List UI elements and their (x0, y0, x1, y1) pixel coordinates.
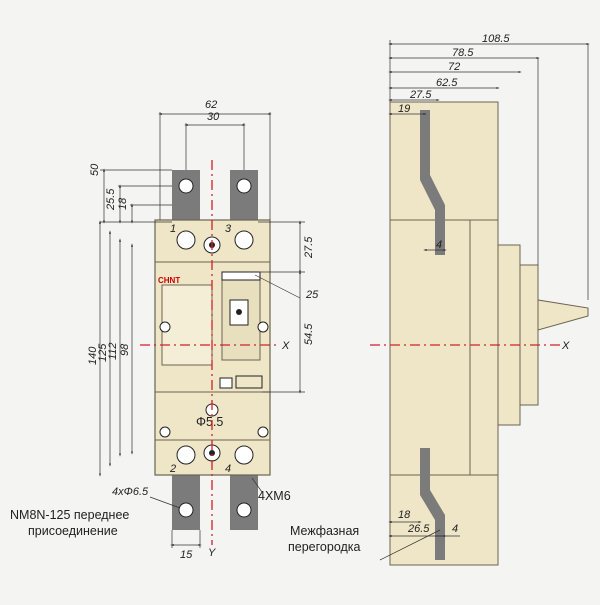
terminal-screw (176, 445, 196, 465)
dim-27-5-side: 27.5 (409, 89, 432, 101)
busbar-bottom-left (172, 470, 200, 530)
dim-62: 62 (205, 99, 217, 111)
screw (159, 321, 171, 333)
side-body-main (389, 219, 499, 476)
axis-x-side-label: X (561, 340, 570, 352)
dim-19: 19 (398, 103, 410, 115)
axis-y-label: Y (208, 547, 216, 559)
dim-98: 98 (119, 343, 131, 356)
partition-caption-line2: перегородка (288, 540, 361, 554)
diameter-label: Φ5.5 (196, 415, 223, 429)
dim-72: 72 (448, 61, 460, 73)
busbar-hole (236, 502, 252, 518)
dim-18: 18 (117, 197, 129, 210)
label-window (161, 284, 213, 366)
side-busbar-bottom (420, 448, 445, 560)
side-cover (497, 244, 521, 426)
terminal-screw (176, 230, 196, 250)
side-handle (537, 299, 589, 331)
dim-78-5: 78.5 (452, 47, 474, 59)
dim-25-5: 25.5 (105, 188, 117, 211)
dim-108-5: 108.5 (482, 33, 510, 45)
dim-54-5: 54.5 (303, 323, 315, 345)
busbar-hole (236, 178, 252, 194)
model-caption-line2: присоединение (28, 524, 118, 538)
screw (257, 426, 269, 438)
dim-27-5: 27.5 (303, 236, 315, 259)
dim-125: 125 (97, 343, 109, 362)
terminal-label-4: 4 (225, 463, 231, 475)
busbar-bottom-right (230, 470, 258, 530)
dim-62-5: 62.5 (436, 77, 458, 89)
dim-140: 140 (87, 346, 99, 365)
partition-caption-line1: Межфазная (290, 524, 359, 538)
side-busbar-top (420, 110, 445, 255)
dim-26-5: 26.5 (407, 523, 430, 535)
dim-4-bottom: 4 (452, 523, 458, 535)
dim-30: 30 (207, 111, 220, 123)
busbar-hole (178, 178, 194, 194)
test-button (219, 377, 233, 389)
screw (159, 426, 171, 438)
terminal-label-2: 2 (169, 463, 176, 475)
busbar-top-left (172, 170, 200, 222)
dim-25: 25 (305, 289, 319, 301)
terminal-label-1: 1 (170, 223, 176, 235)
front-view: CHNT 1 3 2 4 Φ5.5 X Y (87, 99, 319, 561)
dim-112: 112 (107, 342, 119, 360)
axis-x-label: X (281, 340, 290, 352)
busbar-hole (178, 502, 194, 518)
dim-18-side: 18 (398, 509, 411, 521)
dim-50: 50 (89, 163, 101, 176)
screw (257, 321, 269, 333)
terminal-screw (234, 230, 254, 250)
brand-logo-text: CHNT (158, 276, 180, 285)
terminal-label-3: 3 (225, 223, 232, 235)
terminal-screw (234, 445, 254, 465)
dim-15: 15 (180, 549, 193, 561)
hole-label: 4xΦ6.5 (112, 486, 149, 498)
model-caption-line1: NM8N-125 переднее (10, 508, 129, 522)
dim-4-top: 4 (436, 239, 442, 251)
busbar-top-right (230, 170, 258, 222)
side-view: X 108.5 78.5 72 62.5 27.5 19 4 18 26.5 4 (370, 33, 590, 566)
screw-label: 4XM6 (258, 489, 291, 503)
